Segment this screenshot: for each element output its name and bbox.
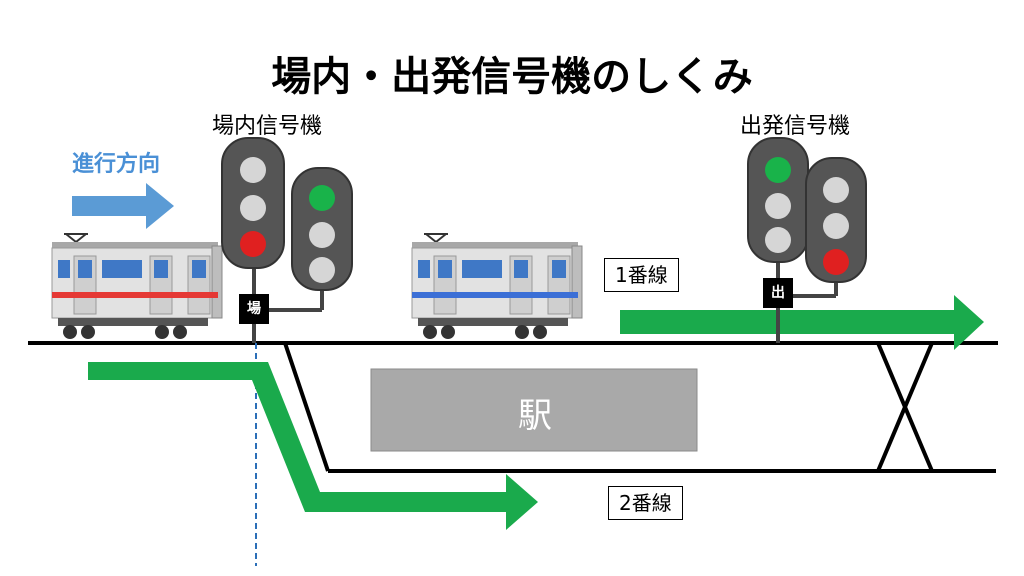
home-signal-mid-light: [240, 195, 266, 221]
station-platform: [370, 368, 698, 452]
starting-signal-green-light: [765, 157, 791, 183]
route-arrow-line1: [620, 295, 984, 350]
route-arrow-line2: [88, 362, 538, 530]
home-signal-red-light: [240, 231, 266, 257]
home-signal-tag: 場: [239, 294, 269, 324]
home-signal-green-light: [309, 185, 335, 211]
starting-signal-red-light: [823, 249, 849, 275]
arriving-train: [51, 233, 223, 340]
direction-label: 進行方向: [72, 152, 161, 177]
line1-label: 1番線: [604, 258, 679, 292]
starting-signal: [747, 137, 867, 343]
crossover-b: [876, 342, 934, 472]
station-name: 駅: [518, 396, 552, 436]
starting-signal-label: 出発信号機: [740, 114, 851, 139]
home-signal-top-light: [240, 157, 266, 183]
diagram-title: 場内・出発信号機のしくみ: [271, 54, 753, 100]
line2-label: 2番線: [608, 486, 683, 520]
station-train: [411, 233, 583, 340]
home-signal-label: 場内信号機: [212, 114, 323, 139]
turnout-left: [283, 342, 330, 472]
starting-signal-tag: 出: [763, 278, 793, 308]
direction-arrow: [72, 183, 174, 229]
